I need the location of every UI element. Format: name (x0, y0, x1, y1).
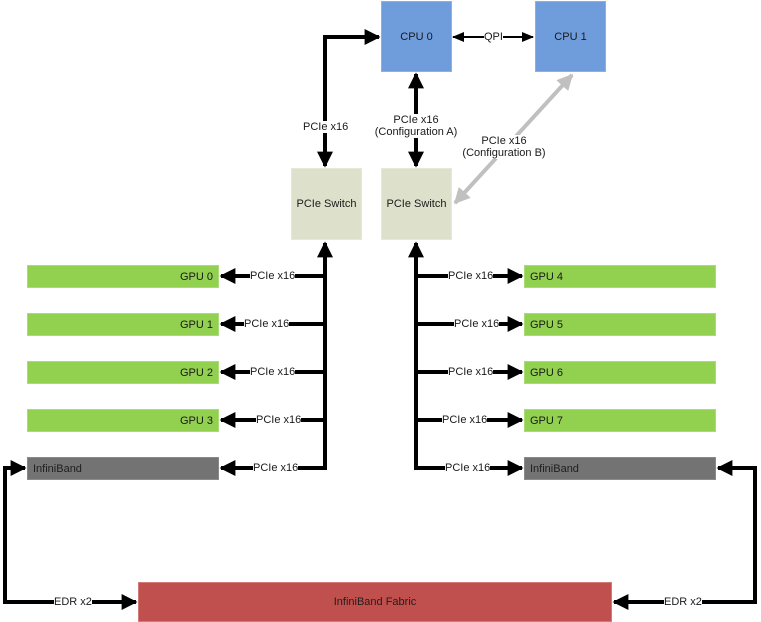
gpu-5-link-label: PCIe x16 (454, 318, 500, 330)
gpu-3-link-label: PCIe x16 (256, 414, 302, 426)
cpu-0-label: CPU 0 (400, 30, 433, 43)
edr-right-label: EDR x2 (664, 596, 702, 608)
infiniband-left: InfiniBand (27, 457, 219, 480)
infiniband-left-label: InfiniBand (33, 462, 82, 475)
pcie-switch-left-label: PCIe Switch (296, 198, 357, 210)
pcie-switch-left: PCIe Switch (291, 168, 362, 240)
link-edr-right (612, 460, 757, 610)
gpu-1-label: GPU 1 (179, 318, 213, 331)
infiniband-fabric-label: InfiniBand Fabric (333, 596, 417, 608)
qpi-label: QPI (484, 31, 503, 43)
gpu-1: GPU 1 (27, 313, 219, 336)
config-a-line2: (Configuration A) (374, 126, 458, 138)
ib-right-link-label: PCIe x16 (445, 462, 491, 474)
cpu-1-label: CPU 1 (554, 30, 587, 43)
config-b-line1: PCIe x16 (481, 135, 527, 147)
gpu-6: GPU 6 (524, 361, 716, 384)
gpu-4: GPU 4 (524, 265, 716, 288)
gpu-4-link-label: PCIe x16 (448, 270, 494, 282)
link-edr-left (3, 460, 138, 610)
gpu-7: GPU 7 (524, 409, 716, 432)
gpu-6-link-label: PCIe x16 (448, 366, 494, 378)
config-b-line2: (Configuration B) (462, 147, 546, 159)
gpu-0-label: GPU 0 (179, 270, 213, 283)
gpu-3: GPU 3 (27, 409, 219, 432)
gpu-2-label: GPU 2 (179, 366, 213, 379)
gpu-0-link-label: PCIe x16 (250, 270, 296, 282)
gpu-2: GPU 2 (27, 361, 219, 384)
infiniband-right: InfiniBand (524, 457, 716, 480)
link-switch0-cpu0 (317, 29, 381, 168)
gpu-5-label: GPU 5 (530, 318, 564, 331)
gpu-4-label: GPU 4 (530, 270, 564, 283)
ib-left-link-label: PCIe x16 (253, 462, 299, 474)
config-a-line1: PCIe x16 (393, 114, 439, 126)
gpu-7-label: GPU 7 (530, 414, 564, 427)
infiniband-fabric: InfiniBand Fabric (138, 582, 612, 622)
infiniband-right-label: InfiniBand (530, 462, 579, 475)
cpu-0: CPU 0 (381, 1, 452, 72)
pcie-switch-right: PCIe Switch (381, 168, 452, 240)
gpu-6-label: GPU 6 (530, 366, 564, 379)
gpu-3-label: GPU 3 (179, 414, 213, 427)
uplink-config-b-label: PCIe x16 (Configuration B) (460, 135, 548, 159)
gpu-0: GPU 0 (27, 265, 219, 288)
uplink-config-a-label: PCIe x16 (Configuration A) (374, 114, 458, 138)
gpu-1-link-label: PCIe x16 (244, 318, 290, 330)
gpu-2-link-label: PCIe x16 (250, 366, 296, 378)
pcie-switch-right-label: PCIe Switch (386, 198, 447, 210)
cpu-1: CPU 1 (535, 1, 606, 72)
uplink-left-label: PCIe x16 (303, 121, 349, 133)
gpu-5: GPU 5 (524, 313, 716, 336)
edr-left-label: EDR x2 (54, 596, 92, 608)
gpu-7-link-label: PCIe x16 (442, 414, 488, 426)
